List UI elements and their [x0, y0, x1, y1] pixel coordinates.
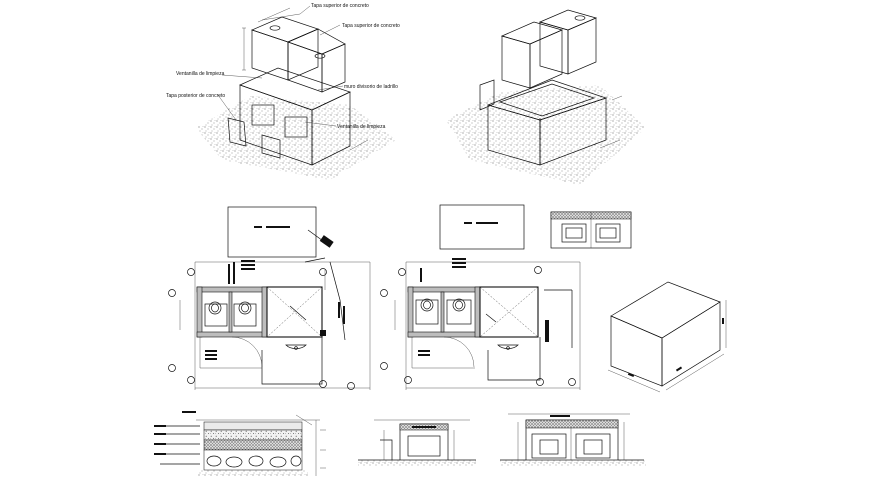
- label-ventanilla-limpieza-left: Ventanilla de limpieza: [176, 71, 225, 77]
- sink-fixture-icon: [285, 344, 307, 350]
- gravel-block-isometric: [607, 281, 727, 393]
- section-drainage-layers: [154, 411, 326, 476]
- section-double-chamber: [500, 413, 646, 466]
- floor-plan-1: [168, 206, 371, 390]
- label-tapa-superior-2: Tapa superior de concreto: [342, 23, 400, 29]
- label-tapa-posterior: Tapa posterior de concreto: [166, 93, 225, 99]
- grid-axis-bubble-icon: [168, 268, 355, 390]
- label-muro-divisorio: muro divisorio de ladrillo: [344, 84, 398, 90]
- isometric-view-closed: [446, 9, 646, 185]
- plan-2-title-box: [439, 204, 525, 250]
- plan-1-title-box: [227, 206, 317, 258]
- toilet-fixture-icon: [415, 298, 472, 325]
- label-tapa-superior-1: Tapa superior de concreto: [311, 3, 369, 9]
- sink-fixture-icon: [497, 344, 519, 350]
- toilet-fixture-icon: [204, 301, 257, 327]
- isometric-view-open-covers: Tapa superior de concreto Tapa superior …: [166, 3, 400, 180]
- label-ventanilla-limpieza-right: Ventanilla de limpieza: [337, 124, 386, 130]
- front-elevation-small: [550, 211, 632, 249]
- floor-plan-2: [380, 204, 581, 390]
- grid-axis-bubble-icon: [380, 266, 576, 386]
- section-small-box: [358, 419, 476, 466]
